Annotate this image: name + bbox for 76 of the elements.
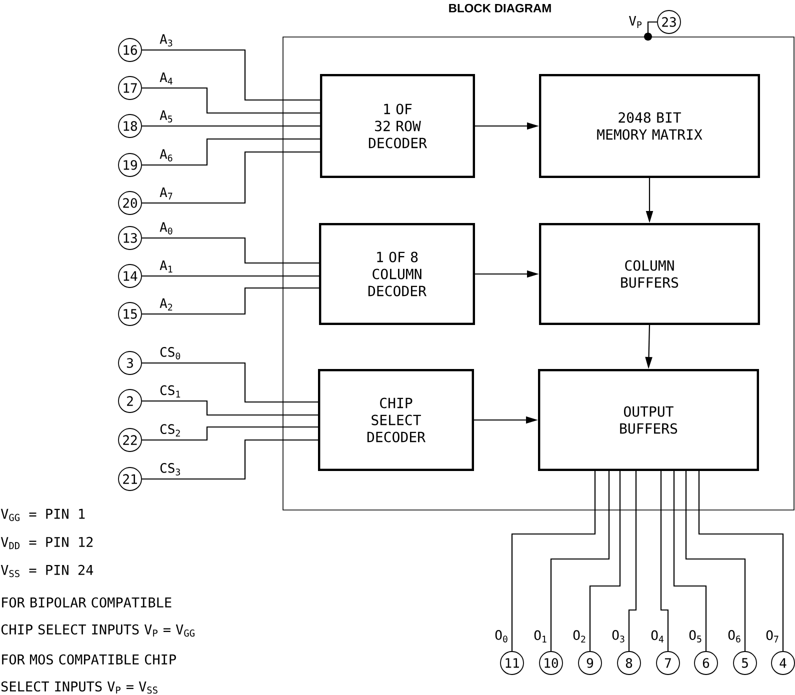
pin-number: 23 xyxy=(657,10,681,34)
note: FOR MOS COMPATIBLE CHIP SELECT INPUTS V$_{P}$ = V$_{SS}$ xyxy=(1,654,176,694)
pin-number: 9 xyxy=(578,651,602,675)
signal-label: O$_{1}$ xyxy=(534,630,546,642)
pin-number: 20 xyxy=(118,191,142,215)
pin-wire xyxy=(142,275,319,277)
signal-label: A$_{0}$ xyxy=(160,222,172,234)
block-box: CHIP SELECT DECODER xyxy=(318,369,474,471)
pin-number: 11 xyxy=(500,651,524,675)
pin-wire xyxy=(673,471,707,652)
pin-wire xyxy=(628,471,637,652)
signal-label: CS$_{0}$ xyxy=(160,347,180,360)
block-box: OUTPUT BUFFERS xyxy=(538,369,759,471)
pin-number: 7 xyxy=(656,651,680,675)
signal-label: O$_{6}$ xyxy=(728,630,740,642)
pin-wire xyxy=(142,125,320,127)
chip-outline xyxy=(282,36,794,510)
signal-label: O$_{3}$ xyxy=(612,630,624,642)
block-box: COLUMN BUFFERS xyxy=(539,223,760,325)
signal-label: V$_{P}$ xyxy=(629,16,642,28)
pin-wire xyxy=(511,471,596,652)
signal-label: A$_{2}$ xyxy=(160,298,172,310)
pin-number: 3 xyxy=(118,351,142,375)
pin-wire xyxy=(698,471,784,652)
pin-wire xyxy=(142,439,318,480)
pin-number: 4 xyxy=(771,651,795,675)
pin-wire xyxy=(142,400,318,416)
title: BLOCK DIAGRAM xyxy=(449,4,551,12)
signal-label: A$_{4}$ xyxy=(160,72,172,84)
pin-wire xyxy=(685,471,746,652)
block-box: 2048 BIT MEMORY MATRIX xyxy=(539,74,760,178)
pin-wire xyxy=(142,362,318,403)
signal-label: A$_{6}$ xyxy=(160,149,172,162)
supply-line xyxy=(644,21,658,41)
pin-wire xyxy=(660,471,669,652)
pin-wire xyxy=(142,237,319,264)
signal-label: O$_{4}$ xyxy=(651,630,664,642)
pin-wire xyxy=(142,426,318,441)
signal-label: CS$_{3}$ xyxy=(160,463,180,476)
pin-wire xyxy=(142,49,320,101)
pin-number: 18 xyxy=(118,114,142,138)
pin-wire xyxy=(142,87,320,114)
pin-number: 21 xyxy=(118,467,142,491)
signal-label: A$_{1}$ xyxy=(160,260,172,272)
pin-number: 14 xyxy=(118,264,142,288)
pin-number: 8 xyxy=(617,651,641,675)
pin-wire xyxy=(142,287,319,315)
note: FOR BIPOLAR COMPATIBLE CHIP SELECT INPUTS V$_{P}$ = V$_{GG}$ xyxy=(1,597,194,637)
pin-number: 16 xyxy=(118,38,142,62)
pin-number: 2 xyxy=(118,389,142,413)
signal-label: A$_{7}$ xyxy=(160,187,172,200)
signal-label: O$_{7}$ xyxy=(766,630,778,642)
signal-label: CS$_{2}$ xyxy=(160,424,180,436)
pin-number: 13 xyxy=(118,226,142,250)
signal-label: O$_{0}$ xyxy=(495,630,508,642)
note: V$_{SS}$ = PIN 24 xyxy=(0,564,94,578)
pin-number: 6 xyxy=(694,651,718,675)
pin-wire xyxy=(142,138,320,166)
block-box: 1 OF 8 COLUMN DECODER xyxy=(319,223,475,325)
pin-number: 17 xyxy=(118,76,142,100)
note: V$_{DD}$ = PIN 12 xyxy=(0,536,93,550)
signal-label: O$_{5}$ xyxy=(689,630,702,642)
pin-number: 15 xyxy=(118,302,142,326)
pin-number: 10 xyxy=(539,651,563,675)
pin-wire xyxy=(550,471,610,652)
pin-wire xyxy=(589,471,621,652)
pin-number: 5 xyxy=(733,651,757,675)
signal-label: O$_{2}$ xyxy=(573,630,586,642)
signal-label: A$_{5}$ xyxy=(160,110,172,122)
pin-number: 19 xyxy=(118,153,142,177)
pin-wire xyxy=(142,151,320,204)
block-box: 1 OF 32 ROW DECODER xyxy=(320,74,475,178)
signal-label: A$_{3}$ xyxy=(160,34,172,46)
signal-label: CS$_{1}$ xyxy=(160,385,180,398)
pin-number: 22 xyxy=(118,428,142,452)
note: V$_{GG}$ = PIN 1 xyxy=(0,508,85,522)
